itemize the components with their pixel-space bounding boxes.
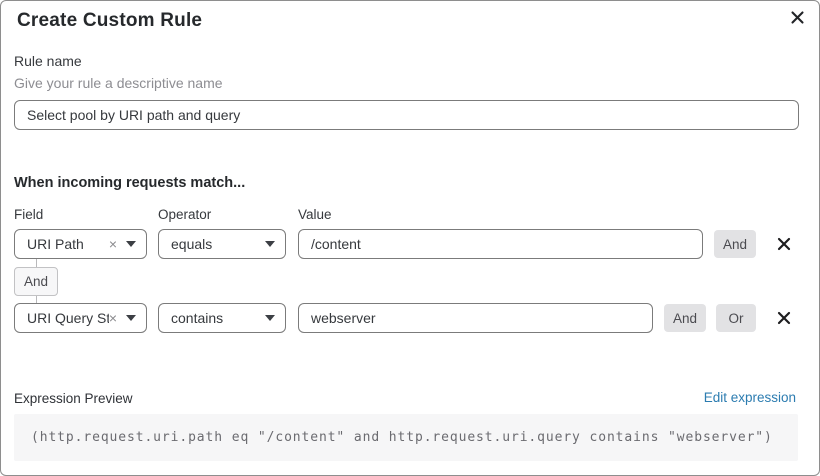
operator-select-row2-value: contains (171, 310, 224, 326)
field-select-row2-value: URI Query St... (27, 310, 109, 326)
field-select-row2[interactable]: URI Query St... × (14, 303, 147, 333)
and-connector-badge: And (14, 267, 58, 296)
rule-name-input[interactable] (14, 100, 799, 130)
field-column-label: Field (14, 207, 44, 222)
dialog-title: Create Custom Rule (17, 10, 203, 31)
field-select-row1[interactable]: URI Path × (14, 229, 147, 259)
edit-expression-link[interactable]: Edit expression (703, 390, 796, 405)
operator-select-row1-value: equals (171, 236, 213, 252)
delete-icon (777, 311, 791, 328)
rule-name-help-text: Give your rule a descriptive name (14, 75, 223, 91)
operator-column-label: Operator (158, 207, 212, 222)
and-button-row1[interactable]: And (714, 230, 756, 258)
close-icon (790, 11, 805, 28)
expression-code-block: (http.request.uri.path eq "/content" and… (14, 414, 798, 461)
operator-select-row1[interactable]: equals (158, 229, 286, 259)
chevron-down-icon (265, 315, 275, 321)
delete-icon (777, 237, 791, 254)
expression-preview-label: Expression Preview (14, 391, 133, 406)
value-input-row2[interactable] (298, 303, 653, 333)
value-input-row1[interactable] (298, 229, 703, 259)
clear-selection-icon[interactable]: × (108, 236, 117, 252)
chevron-down-icon (126, 241, 136, 247)
delete-row2-button[interactable] (776, 311, 792, 327)
rule-name-label: Rule name (14, 53, 82, 69)
chevron-down-icon (126, 315, 136, 321)
delete-row1-button[interactable] (776, 237, 792, 253)
connector-line-bottom (36, 296, 37, 303)
or-button-row2[interactable]: Or (716, 304, 756, 332)
operator-select-row2[interactable]: contains (158, 303, 286, 333)
field-select-row1-value: URI Path (27, 236, 84, 252)
expression-code: (http.request.uri.path eq "/content" and… (31, 430, 773, 445)
connector-line-top (36, 259, 37, 267)
close-button[interactable] (788, 10, 806, 28)
match-section-heading: When incoming requests match... (14, 175, 246, 191)
chevron-down-icon (265, 241, 275, 247)
value-column-label: Value (298, 207, 332, 222)
and-button-row2[interactable]: And (664, 304, 706, 332)
clear-selection-icon[interactable]: × (108, 310, 117, 326)
